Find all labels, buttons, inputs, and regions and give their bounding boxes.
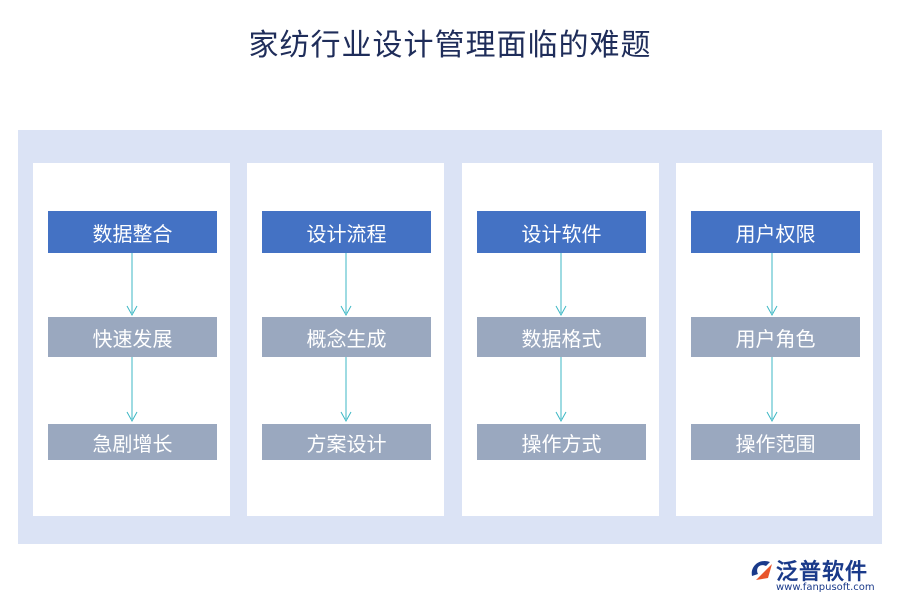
column-3: 设计软件 数据格式 操作方式 [462,163,659,516]
fanpu-logo-icon [751,560,772,580]
page-title: 家纺行业设计管理面临的难题 [248,28,652,63]
column-3-bottom: 操作方式 [477,424,646,460]
column-2-bottom: 方案设计 [262,424,431,460]
diagram-panel: 数据整合 快速发展 急剧增长 设计流程 概念生成 方案设计 设计软件 数据格式 … [18,130,882,544]
column-4: 用户权限 用户角色 操作范围 [676,163,873,516]
column-1-bottom: 急剧增长 [48,424,217,460]
column-2: 设计流程 概念生成 方案设计 [247,163,444,516]
column-1-mid: 快速发展 [48,317,217,357]
column-4-bottom: 操作范围 [691,424,860,460]
column-4-head: 用户权限 [691,211,860,253]
column-1-head: 数据整合 [48,211,217,253]
column-4-mid: 用户角色 [691,317,860,357]
column-1: 数据整合 快速发展 急剧增长 [33,163,230,516]
column-2-head: 设计流程 [262,211,431,253]
logo-url: www.fanpusoft.com [776,582,875,593]
column-3-head: 设计软件 [477,211,646,253]
brand-logo: 泛普软件 www.fanpusoft.com [746,552,886,596]
column-2-mid: 概念生成 [262,317,431,357]
column-3-mid: 数据格式 [477,317,646,357]
logo-name: 泛普软件 [776,560,869,585]
